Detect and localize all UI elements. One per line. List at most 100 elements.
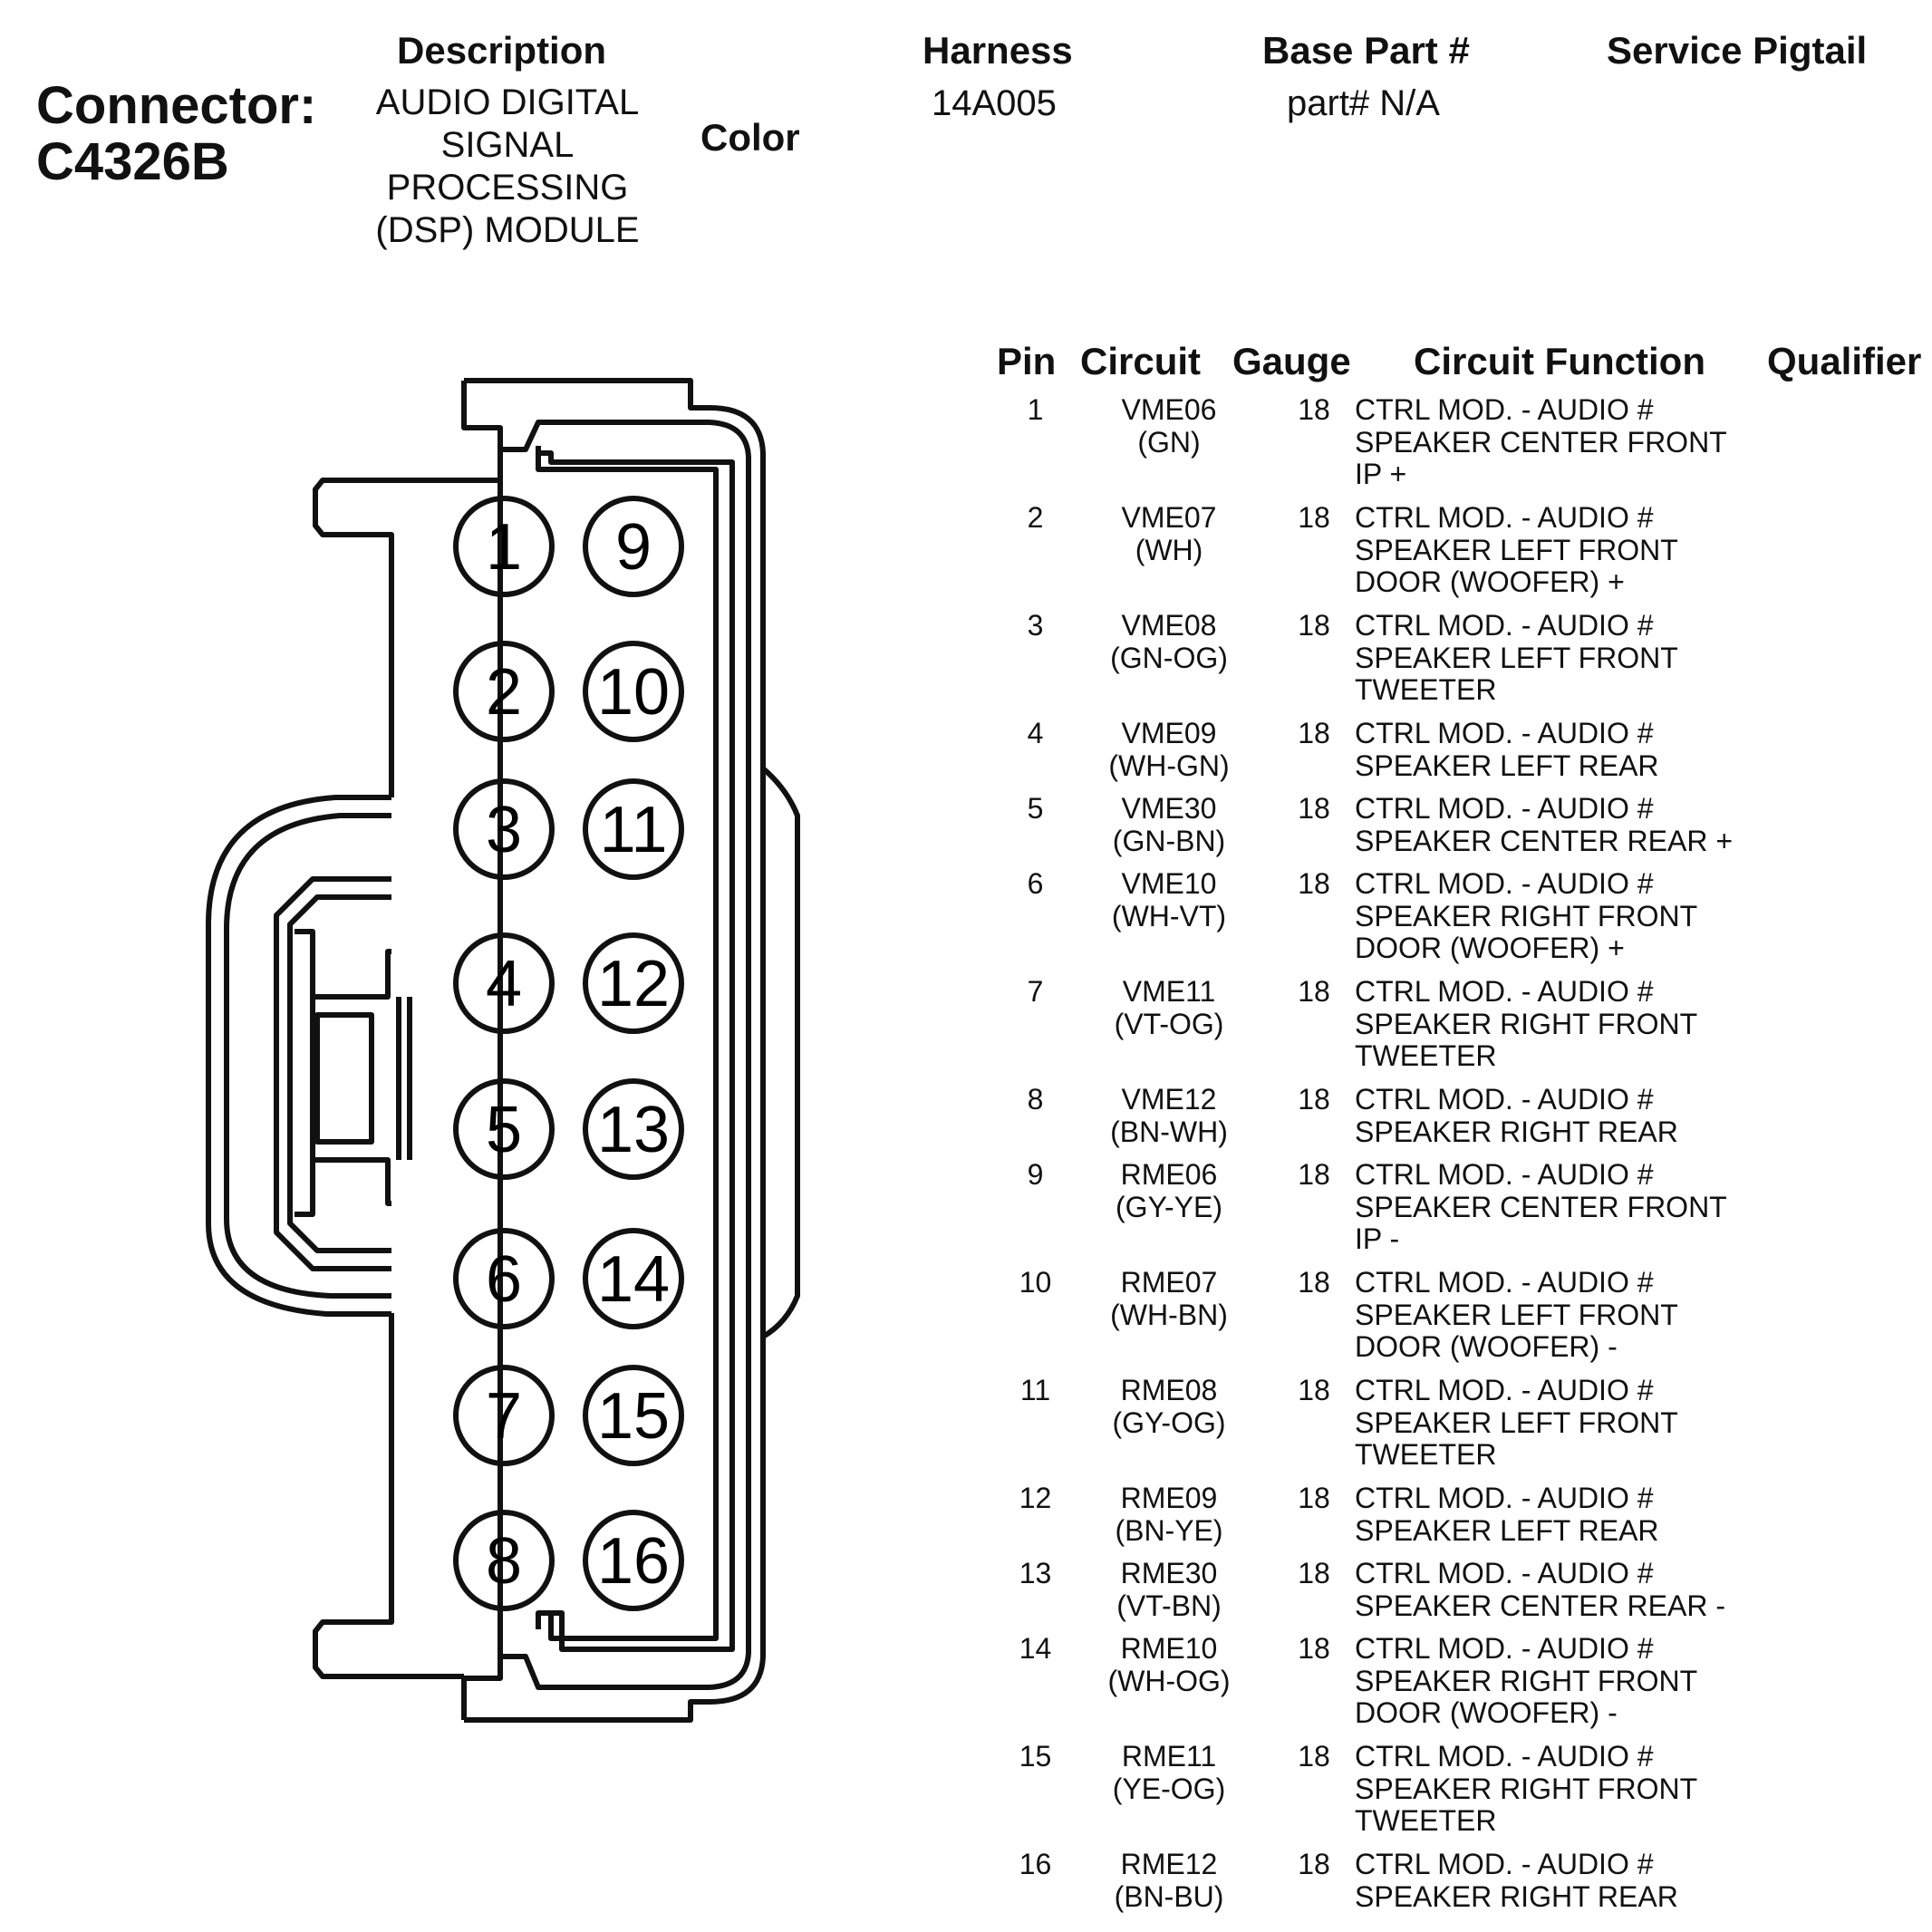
gauge-cell: 18 <box>1298 1158 1330 1191</box>
function-line: CTRL MOD. - AUDIO # <box>1355 393 1654 426</box>
pin-cavity-ring-13 <box>583 1078 684 1180</box>
circuit-function-cell: CTRL MOD. - AUDIO #SPEAKER CENTER REAR - <box>1355 1557 1781 1622</box>
description-line: PROCESSING <box>386 168 629 208</box>
pin-cell: 13 <box>1019 1557 1052 1589</box>
circuit-function-cell: CTRL MOD. - AUDIO #SPEAKER RIGHT REAR <box>1355 1848 1781 1913</box>
circuit-cell: VME08(GN-OG) <box>1069 609 1269 674</box>
pin-cavity-ring-15 <box>583 1365 684 1466</box>
wire-color: (WH-OG) <box>1107 1664 1231 1697</box>
function-line: SPEAKER RIGHT REAR <box>1355 1879 1678 1913</box>
gauge-cell: 18 <box>1298 792 1330 825</box>
circuit-id: VME12 <box>1121 1083 1217 1116</box>
function-line: DOOR (WOOFER) + <box>1355 932 1625 964</box>
gauge-cell: 18 <box>1298 1740 1330 1773</box>
function-line: CTRL MOD. - AUDIO # <box>1355 717 1654 749</box>
pin-number: 10 <box>597 656 670 729</box>
pin-cell: 16 <box>1019 1848 1052 1880</box>
circuit-id: VME07 <box>1121 501 1217 534</box>
circuit-id: VME10 <box>1121 867 1217 900</box>
pin-cavity: 4 <box>453 932 555 1034</box>
function-line: TWEETER <box>1355 1804 1497 1837</box>
circuit-cell: RME12(BN-BU) <box>1069 1848 1269 1913</box>
function-line: DOOR (WOOFER) - <box>1355 1696 1618 1729</box>
connector-label: Connector: C4326B <box>36 78 316 190</box>
gauge-cell: 18 <box>1298 975 1330 1008</box>
pin-number: 9 <box>615 511 652 584</box>
pin-cavity: 6 <box>453 1228 555 1329</box>
pin-cavity: 8 <box>453 1510 555 1611</box>
function-line: SPEAKER LEFT FRONT <box>1355 1298 1678 1331</box>
service-pigtail-header: Service Pigtail <box>1607 29 1868 72</box>
pin-cell: 2 <box>1027 501 1044 534</box>
circuit-id: VME30 <box>1121 792 1217 825</box>
gauge-cell: 18 <box>1298 1482 1330 1514</box>
wire-color: (VT-BN) <box>1116 1589 1222 1622</box>
pin-number: 3 <box>486 794 522 866</box>
description-value: AUDIO DIGITAL SIGNAL PROCESSING (DSP) MO… <box>344 82 671 252</box>
function-line: SPEAKER LEFT FRONT <box>1355 533 1678 566</box>
function-line: CTRL MOD. - AUDIO # <box>1355 1482 1654 1514</box>
circuit-id: VME06 <box>1121 393 1217 426</box>
pin-cavity: 7 <box>453 1365 555 1466</box>
gauge-cell: 18 <box>1298 1848 1330 1880</box>
pin-cell: 12 <box>1019 1482 1052 1514</box>
wire-color: (VT-OG) <box>1114 1007 1224 1040</box>
circuit-id: RME07 <box>1120 1266 1218 1299</box>
pin-number: 8 <box>486 1525 522 1598</box>
gauge-cell: 18 <box>1298 393 1330 426</box>
function-line: TWEETER <box>1355 673 1497 706</box>
circuit-id: RME08 <box>1120 1374 1218 1406</box>
pin-cavity: 12 <box>583 932 684 1034</box>
function-line: SPEAKER RIGHT FRONT <box>1355 1007 1698 1040</box>
pin-cavity: 14 <box>583 1228 684 1329</box>
circuit-function-cell: CTRL MOD. - AUDIO #SPEAKER LEFT REAR <box>1355 1482 1781 1547</box>
pin-cell: 1 <box>1027 393 1044 426</box>
pin-number: 1 <box>486 511 522 584</box>
circuit-cell: RME07(WH-BN) <box>1069 1266 1269 1331</box>
wire-color: (WH-VT) <box>1111 899 1227 932</box>
pin-number: 7 <box>486 1380 522 1453</box>
harness-header: Harness <box>923 29 1073 72</box>
function-line: SPEAKER RIGHT REAR <box>1355 1115 1678 1148</box>
pin-number: 13 <box>597 1094 670 1166</box>
pin-number: 12 <box>597 948 670 1020</box>
function-line: CTRL MOD. - AUDIO # <box>1355 1158 1654 1191</box>
description-header: Description <box>397 29 607 72</box>
circuit-id: VME09 <box>1121 717 1217 749</box>
gauge-cell: 18 <box>1298 1083 1330 1116</box>
pin-cavity-ring-11 <box>583 778 684 880</box>
gauge-cell: 18 <box>1298 501 1330 534</box>
function-line: SPEAKER CENTER FRONT <box>1355 425 1727 459</box>
pin-number: 4 <box>486 948 522 1020</box>
pin-number: 14 <box>597 1243 670 1316</box>
circuit-cell: RME30(VT-BN) <box>1069 1557 1269 1622</box>
function-line: CTRL MOD. - AUDIO # <box>1355 1083 1654 1116</box>
circuit-cell: VME10(WH-VT) <box>1069 867 1269 932</box>
gauge-cell: 18 <box>1298 609 1330 642</box>
circuit-function-cell: CTRL MOD. - AUDIO #SPEAKER CENTER REAR + <box>1355 792 1781 857</box>
circuit-cell: RME10(WH-OG) <box>1069 1632 1269 1697</box>
pin-cavity: 9 <box>583 496 684 597</box>
circuit-cell: RME08(GY-OG) <box>1069 1374 1269 1439</box>
pin-cavity: 15 <box>583 1365 684 1466</box>
column-header-circuit-function: Circuit Function <box>1414 340 1705 382</box>
circuit-id: RME12 <box>1120 1848 1218 1880</box>
wire-color: (BN-WH) <box>1110 1115 1228 1148</box>
function-line: DOOR (WOOFER) + <box>1355 565 1625 598</box>
pin-cavity-ring-10 <box>583 641 684 742</box>
description-line: AUDIO DIGITAL <box>375 82 640 122</box>
pin-number: 5 <box>486 1094 522 1166</box>
function-line: TWEETER <box>1355 1438 1497 1471</box>
gauge-cell: 18 <box>1298 1266 1330 1299</box>
wire-color: (GN-BN) <box>1112 824 1226 857</box>
circuit-id: RME06 <box>1120 1158 1218 1191</box>
color-header: Color <box>700 116 800 159</box>
pin-cell: 3 <box>1027 609 1044 642</box>
pin-cavity: 16 <box>583 1510 684 1611</box>
function-line: CTRL MOD. - AUDIO # <box>1355 1740 1654 1773</box>
